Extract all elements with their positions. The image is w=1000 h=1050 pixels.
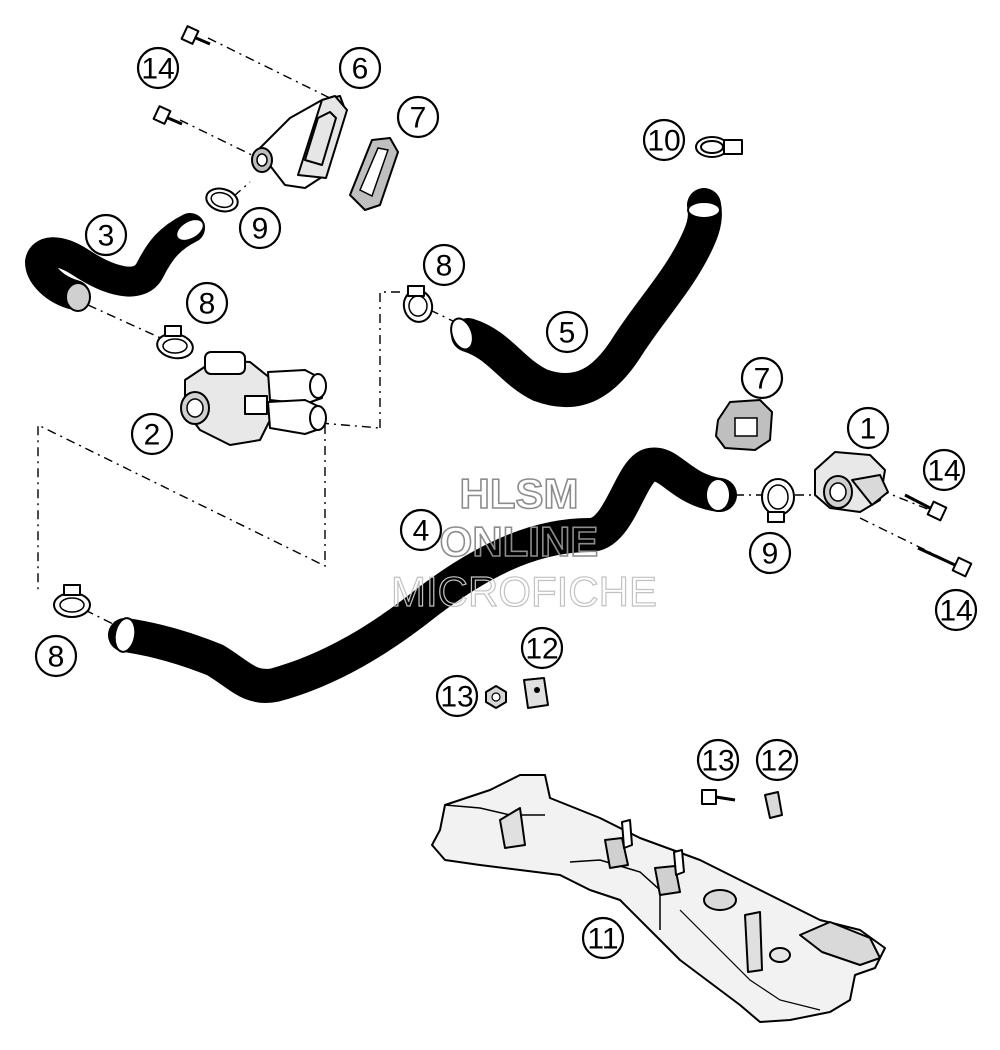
part-3-hose: [25, 213, 205, 312]
svg-text:13: 13: [440, 681, 473, 714]
watermark-line-1: HLSM: [460, 470, 579, 517]
part-13-nut-mid: [485, 685, 507, 709]
watermark-line-3: MICROFICHE: [391, 568, 657, 615]
callout-13-mid: 13: [435, 674, 479, 718]
svg-text:10: 10: [647, 125, 680, 158]
callout-3: 3: [84, 213, 128, 257]
part-11-shroud: [431, 774, 886, 1023]
svg-text:11: 11: [587, 923, 618, 956]
svg-text:7: 7: [410, 102, 427, 135]
svg-text:9: 9: [252, 213, 269, 246]
callout-1: 1: [846, 406, 890, 450]
callout-8-lower: 8: [34, 634, 78, 678]
svg-text:14: 14: [141, 53, 174, 86]
svg-text:8: 8: [48, 641, 65, 674]
part-9-clamp-right: [761, 478, 795, 523]
part-1-reed-valve: [814, 451, 889, 513]
bolt-14-right-upper: [904, 493, 948, 522]
callout-9-right: 9: [748, 531, 792, 575]
callout-8-left: 8: [185, 281, 229, 325]
part-8-clamp-mid: [402, 285, 434, 323]
svg-text:8: 8: [436, 250, 453, 283]
callout-4: 4: [399, 508, 443, 552]
callout-11: 11: [581, 916, 625, 960]
svg-text:14: 14: [927, 455, 960, 488]
callout-9-top: 9: [238, 206, 282, 250]
svg-text:12: 12: [525, 633, 558, 666]
callout-6: 6: [338, 46, 382, 90]
svg-text:9: 9: [762, 538, 779, 571]
callout-10: 10: [642, 118, 686, 162]
svg-text:4: 4: [413, 515, 430, 548]
part-13-screw-low: [701, 789, 736, 805]
svg-text:5: 5: [559, 317, 576, 350]
bolt-14-top: [180, 25, 211, 46]
watermark: HLSM ONLINE MICROFICHE: [390, 469, 657, 615]
callout-14-right-lower: 14: [934, 588, 978, 632]
part-10-clamp: [695, 136, 743, 158]
bolt-14-right-lower: [917, 546, 973, 578]
part-12-clip-low: [764, 791, 783, 819]
part-2-air-valve: [180, 351, 327, 446]
callout-14-top: 14: [136, 46, 180, 90]
callout-12-low: 12: [755, 738, 799, 782]
callout-7-top: 7: [396, 95, 440, 139]
bolt-14-second: [152, 105, 183, 126]
part-6-valve-cover: [251, 95, 348, 189]
svg-text:7: 7: [754, 363, 771, 396]
callout-12-mid: 12: [520, 626, 564, 670]
callout-5: 5: [545, 310, 589, 354]
part-12-clip-mid: [523, 677, 549, 709]
callout-8-mid: 8: [422, 243, 466, 287]
svg-text:12: 12: [760, 745, 793, 778]
svg-text:13: 13: [701, 745, 734, 778]
svg-text:1: 1: [860, 413, 877, 446]
callout-2: 2: [130, 412, 174, 456]
svg-text:8: 8: [199, 288, 216, 321]
svg-text:14: 14: [939, 595, 972, 628]
part-7-reed-gasket-top: [349, 137, 399, 211]
svg-text:6: 6: [352, 53, 369, 86]
part-8-clamp-lower: [53, 584, 91, 618]
svg-text:3: 3: [98, 220, 115, 253]
part-8-clamp-left: [156, 325, 194, 360]
part-7-reed-gasket-right: [715, 399, 773, 451]
callout-13-low: 13: [696, 738, 740, 782]
callout-7-right: 7: [740, 356, 784, 400]
callout-14-right-upper: 14: [922, 448, 966, 492]
part-5-hose: [450, 188, 722, 407]
part-9-clamp-top: [205, 187, 239, 213]
svg-text:2: 2: [144, 419, 161, 452]
part-4-hose: [108, 447, 737, 703]
watermark-line-2: ONLINE: [440, 518, 599, 565]
